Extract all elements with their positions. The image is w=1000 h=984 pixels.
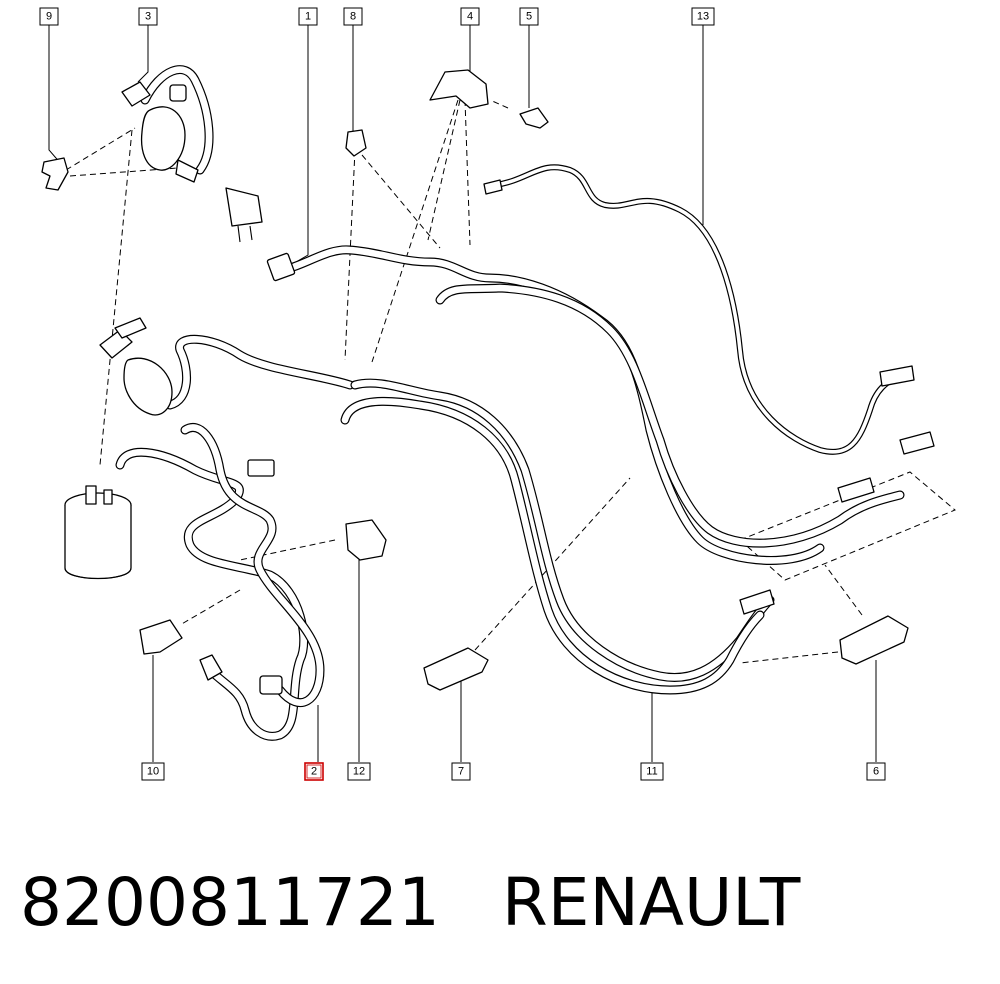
callout-11: 11: [640, 762, 664, 781]
brand-name: RENAULT: [501, 864, 801, 941]
pipe-11: [340, 378, 775, 695]
callout-5-label: 5: [526, 11, 532, 23]
fuel-filter-upper: [121, 65, 263, 243]
clip-12-part: [345, 519, 387, 561]
callout-13-label: 13: [697, 11, 709, 23]
callout-4-label: 4: [467, 11, 473, 23]
pipe-1: [266, 245, 905, 565]
part-number: 8200811721: [20, 864, 440, 941]
caption: 8200811721 RENAULT: [20, 858, 980, 948]
callout-3-label: 3: [145, 11, 151, 23]
callout-6: 6: [866, 762, 886, 781]
callout-labels: 9 3 1 8 4 5 13 10: [39, 7, 886, 781]
callout-7-label: 7: [458, 766, 464, 778]
callout-8-label: 8: [350, 11, 356, 23]
callout-13: 13: [691, 7, 715, 26]
callout-9-label: 9: [46, 11, 52, 23]
fuel-filter-canister: [64, 485, 132, 580]
callout-10-label: 10: [147, 766, 159, 778]
callout-1: 1: [298, 7, 318, 26]
callout-2: 2: [304, 762, 324, 781]
clip-8-part: [345, 129, 367, 157]
clip-6-part: [839, 615, 909, 665]
callout-7: 7: [451, 762, 471, 781]
callout-6-label: 6: [873, 766, 879, 778]
callout-5: 5: [519, 7, 539, 26]
pipe-13: [492, 164, 908, 455]
callout-12-label: 12: [353, 766, 365, 778]
callout-3: 3: [138, 7, 158, 26]
callout-9: 9: [39, 7, 59, 26]
bracket-4-part: [429, 69, 489, 109]
callout-8: 8: [343, 7, 363, 26]
fuel-line-exploded-diagram: 9 3 1 8 4 5 13 10: [39, 7, 956, 781]
clip-10-part: [139, 619, 183, 655]
callout-12: 12: [347, 762, 371, 781]
callout-11-label: 11: [646, 766, 657, 778]
callout-2-label: 2: [311, 766, 317, 778]
small-parts: [41, 69, 935, 691]
clip-7-part: [423, 647, 489, 691]
fuel-filter-lower: [99, 317, 355, 416]
callout-10: 10: [141, 762, 165, 781]
clip-9-part: [41, 157, 69, 191]
pipe-harness-2: [115, 423, 325, 741]
callout-4: 4: [460, 7, 480, 26]
leader-lines: [48, 25, 877, 762]
callout-1-label: 1: [305, 11, 311, 23]
bolt-5-part: [519, 107, 549, 129]
